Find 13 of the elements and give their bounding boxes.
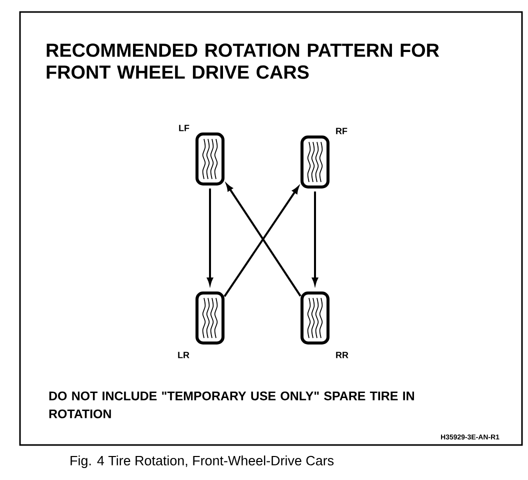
note: DO NOT INCLUDE "TEMPORARY USE ONLY" SPARE TIRE IN ROTATION: [49, 392, 414, 418]
tire-label: RF: [336, 128, 348, 134]
arrow: [312, 192, 318, 285]
title: RECOMMENDED ROTATION PATTERN FOR FRONT WHEEL DRIVE CARS: [46, 44, 440, 79]
tire-icon: [300, 136, 330, 188]
arrow: [207, 188, 213, 285]
caption: Fig. 4 Tire Rotation, Front-Wheel-Drive Cars: [70, 456, 334, 468]
tire-icon: [300, 292, 330, 344]
tire-icon: [196, 292, 224, 344]
tire-label: LF: [179, 124, 190, 132]
tire-label: RR: [336, 352, 348, 358]
tire-icon: [196, 132, 224, 186]
tire-label: LR: [178, 352, 190, 358]
